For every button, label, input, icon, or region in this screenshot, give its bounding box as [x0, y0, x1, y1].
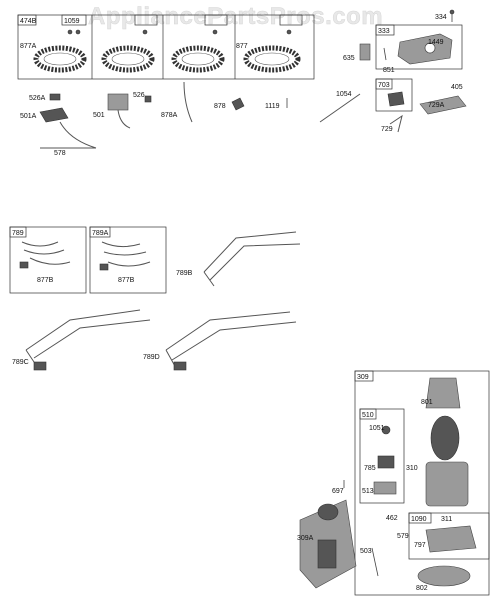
box-label-703: 703: [378, 82, 390, 89]
part-label-1054: 1054: [336, 91, 352, 98]
part-label-526A: 526A: [29, 95, 46, 102]
box-label-474B: 474B: [20, 18, 37, 25]
armature-group: 474B 1059 877A 877: [17, 14, 315, 80]
starter-group: 309 801 310 510 1051 785 513 462 1090 31…: [297, 370, 490, 596]
rectifier-group: 526A 501A 578 501 526 878A 878 1119 1054…: [20, 78, 467, 157]
armature-coil-2: [101, 45, 155, 73]
spacer-part: [359, 43, 371, 61]
drive-box-510: [359, 408, 405, 504]
part-label-785: 785: [364, 465, 376, 472]
part-label-789C: 789C: [12, 359, 29, 366]
drive-assembly: [373, 481, 397, 495]
armature-box-outline: [17, 14, 315, 80]
part-label-797: 797: [414, 542, 426, 549]
part-label-501A: 501A: [20, 113, 37, 120]
harness-box-789A: [89, 226, 167, 294]
part-label-789B: 789B: [176, 270, 193, 277]
part-label-526: 526: [133, 92, 145, 99]
part-label-802: 802: [416, 585, 428, 592]
end-cap: [425, 377, 461, 409]
box-label-1090: 1090: [411, 516, 427, 523]
part-label-462: 462: [386, 515, 398, 522]
starter-box-309: [354, 370, 490, 596]
armature-core: [430, 415, 460, 461]
part-label-729: 729: [381, 126, 393, 133]
end-plate: [417, 565, 471, 587]
part-label-877B-1: 877B: [37, 277, 54, 284]
motor-housing: [425, 461, 469, 507]
part-label-697: 697: [332, 488, 344, 495]
watermark: AppliancePartsPros.com: [88, 3, 383, 30]
bracket-group: 334 333 1449 635 851: [343, 9, 463, 74]
part-label-877: 877: [236, 43, 248, 50]
bracket-box-outline: [375, 24, 463, 70]
part-label-310: 310: [406, 465, 418, 472]
box-label-510: 510: [362, 412, 374, 419]
part-label-878A: 878A: [161, 112, 178, 119]
armature-coil-3: [171, 45, 225, 73]
part-label-503: 503: [360, 548, 372, 555]
part-label-789D: 789D: [143, 354, 160, 361]
armature-coil-1: [33, 45, 87, 73]
part-label-851: 851: [383, 67, 395, 74]
part-label-579: 579: [397, 533, 409, 540]
pinion-gear: [377, 455, 395, 469]
part-label-513: 513: [362, 488, 374, 495]
part-label-1119: 1119: [265, 103, 280, 110]
part-label-311: 311: [441, 516, 452, 523]
harness-group: 789 877B 789A 877B 789B 789C 789D: [9, 226, 301, 371]
box-label-333: 333: [378, 28, 390, 35]
part-label-729A: 729A: [428, 102, 445, 109]
armature-coil-4: [243, 45, 301, 73]
harness-box-789: [9, 226, 87, 294]
part-label-334: 334: [435, 14, 447, 21]
brush-box-1090: [408, 512, 490, 560]
part-label-501: 501: [93, 112, 105, 119]
box-label-789: 789: [12, 230, 24, 237]
part-label-877B-2: 877B: [118, 277, 135, 284]
part-label-405: 405: [451, 84, 463, 91]
part-label-1051: 1051: [369, 425, 385, 432]
part-label-877A: 877A: [20, 43, 37, 50]
part-label-801: 801: [421, 399, 433, 406]
part-label-578: 578: [54, 150, 66, 157]
part-label-1449: 1449: [428, 39, 444, 46]
box-label-789A: 789A: [92, 230, 109, 237]
box-703-outline: [375, 78, 413, 112]
box-label-309: 309: [357, 374, 369, 381]
part-label-309A: 309A: [297, 535, 314, 542]
starter-motor-assembly: [299, 499, 357, 589]
part-label-635: 635: [343, 55, 355, 62]
rectifier-module: [107, 93, 129, 111]
part-label-878: 878: [214, 103, 226, 110]
box-label-1059: 1059: [64, 18, 80, 25]
